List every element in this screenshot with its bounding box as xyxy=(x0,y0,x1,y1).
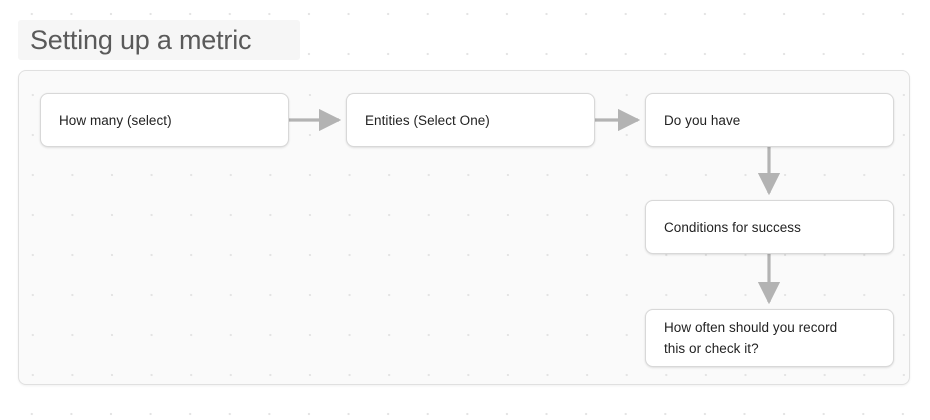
page-title: Setting up a metric xyxy=(30,25,252,55)
diagram-node-conditions-for-success[interactable]: Conditions for success xyxy=(645,200,894,254)
diagram-node-how-many[interactable]: How many (select) xyxy=(40,93,289,147)
diagram-node-label-line2: this or check it? xyxy=(664,341,759,356)
page-title-chip: Setting up a metric xyxy=(18,20,300,60)
diagram-node-label: How often should you record this or chec… xyxy=(664,317,837,359)
diagram-node-label: Entities (Select One) xyxy=(365,112,490,128)
diagram-node-label-line1: How often should you record xyxy=(664,320,838,335)
diagram-node-do-you-have[interactable]: Do you have xyxy=(645,93,894,147)
diagram-canvas[interactable]: How many (select) Entities (Select One) … xyxy=(18,70,910,385)
diagram-node-entities[interactable]: Entities (Select One) xyxy=(346,93,595,147)
diagram-node-how-often[interactable]: How often should you record this or chec… xyxy=(645,309,894,367)
diagram-node-label: How many (select) xyxy=(59,112,172,128)
diagram-node-label: Do you have xyxy=(664,112,741,128)
diagram-node-label: Conditions for success xyxy=(664,219,801,235)
